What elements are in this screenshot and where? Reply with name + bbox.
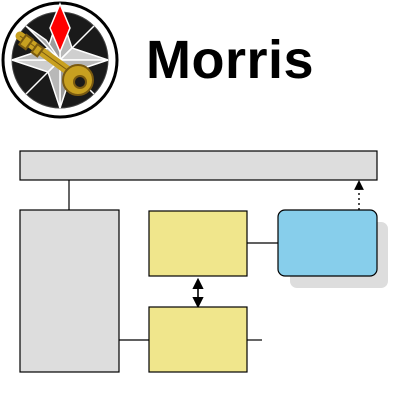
page-title: Morris xyxy=(146,30,315,90)
compass-key-logo-icon xyxy=(1,1,119,119)
top-bar xyxy=(19,150,378,181)
key-icon xyxy=(15,31,94,96)
block-diagram-canvas xyxy=(19,150,388,373)
blue-rounded-box xyxy=(277,209,378,277)
left-column xyxy=(19,209,120,373)
lower-yellow-box xyxy=(148,306,248,373)
block-diagram xyxy=(0,140,400,400)
compass-north-point xyxy=(49,2,71,54)
upper-yellow-box xyxy=(148,210,248,277)
logo xyxy=(0,0,124,124)
